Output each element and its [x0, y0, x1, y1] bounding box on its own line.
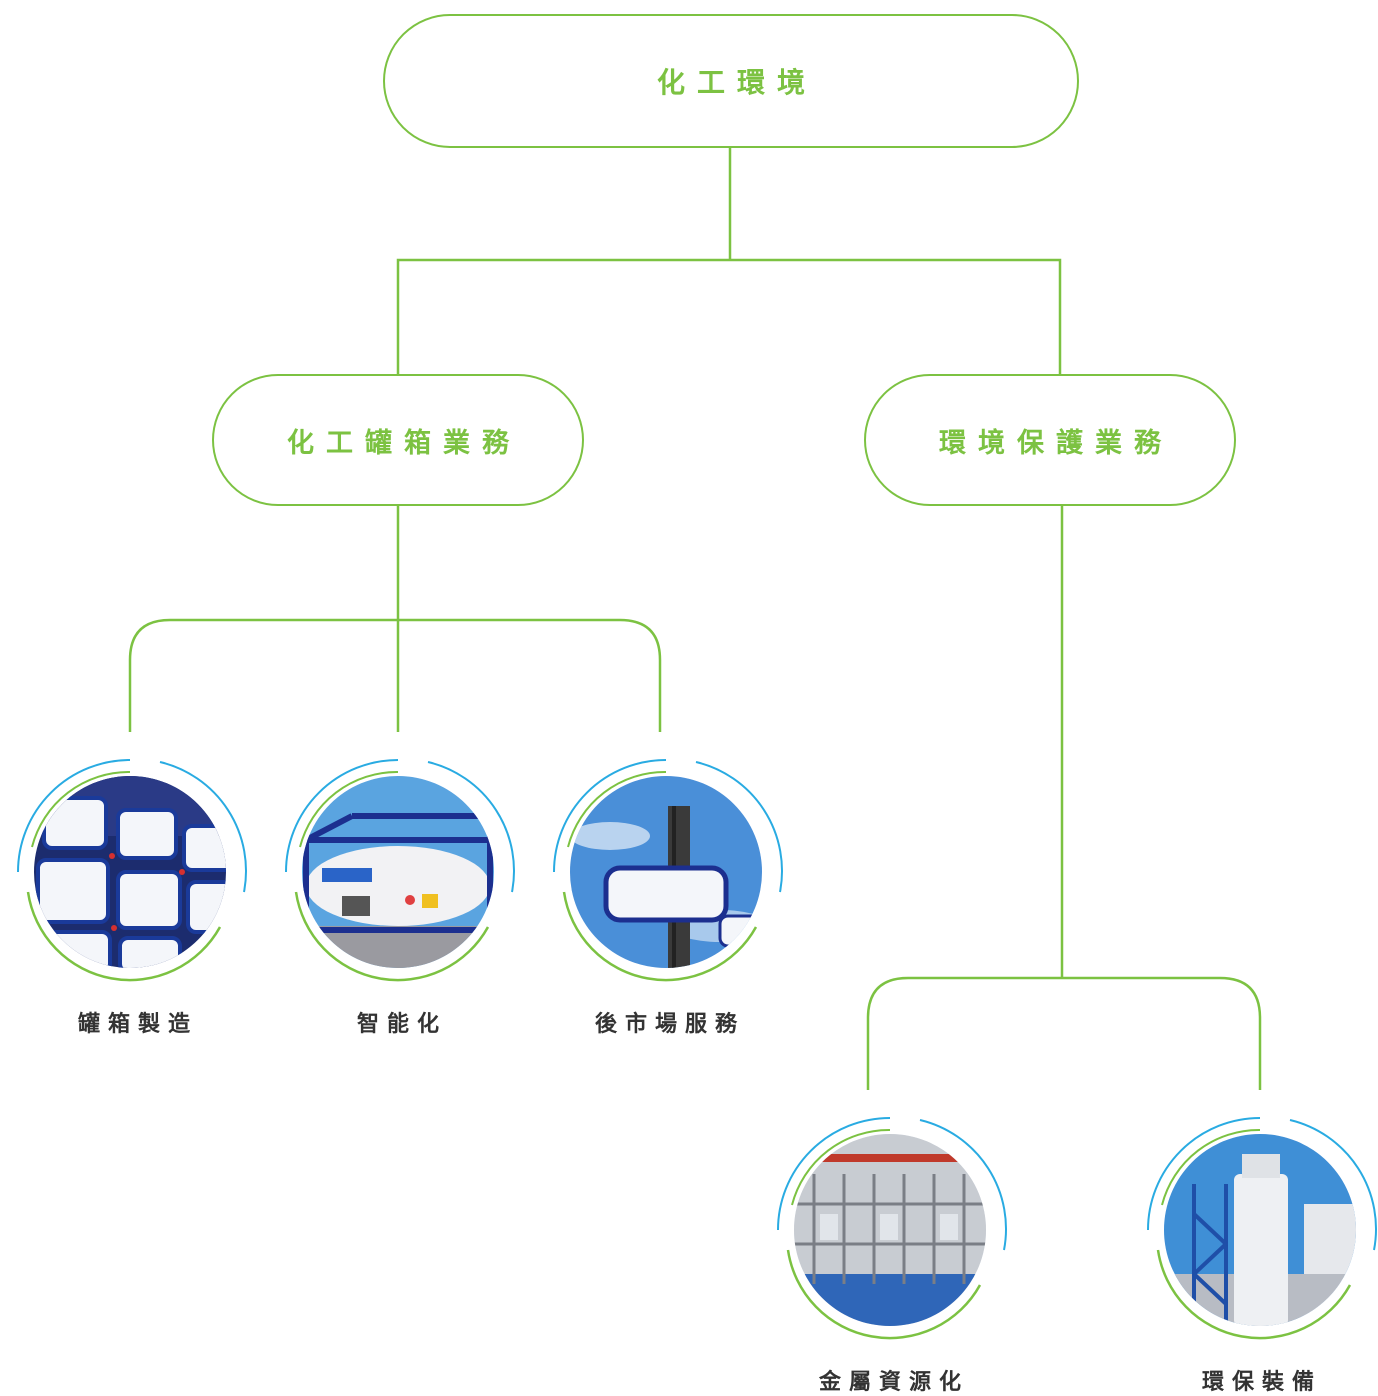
decorative-arc-ring	[777, 1117, 1007, 1340]
root-connector	[396, 148, 1062, 374]
decorative-arc-ring	[1147, 1117, 1377, 1340]
branch-1-connector	[128, 506, 662, 732]
forklift-lifting-tank-photo	[570, 776, 762, 968]
metal-recovery-plant-photo	[794, 1134, 986, 1326]
leaf-label: 罐箱製造	[77, 1012, 199, 1037]
leaf-node-environmental-equipment	[1140, 1110, 1378, 1350]
leaf-label: 金屬資源化	[818, 1370, 970, 1395]
leaf-node-tank-manufacturing	[10, 752, 250, 992]
branch-node-chemical-tank: 化工罐箱業務	[212, 374, 584, 506]
decorative-arc-ring	[17, 759, 247, 982]
leaf-node-metal-recovery	[770, 1110, 1010, 1350]
branch-node-environmental: 環境保護業務	[864, 374, 1236, 506]
branch-label: 化工罐箱業務	[287, 427, 521, 459]
leaf-node-intelligent	[278, 752, 518, 992]
branch-2-connector	[866, 506, 1262, 1090]
decorative-arc-ring	[553, 759, 783, 982]
leaf-label: 環保裝備	[1201, 1370, 1323, 1395]
leaf-node-aftermarket	[546, 752, 786, 992]
stacked-tank-containers-photo	[34, 776, 226, 968]
root-node: 化工環境	[383, 14, 1079, 148]
environmental-equipment-tower-photo	[1164, 1134, 1356, 1326]
leaf-label: 後市場服務	[594, 1012, 746, 1037]
branch-label: 環境保護業務	[939, 427, 1173, 459]
decorative-arc-ring	[285, 759, 515, 982]
root-label: 化工環境	[656, 66, 817, 99]
tank-container-photo	[302, 776, 494, 968]
leaf-label: 智能化	[356, 1012, 448, 1037]
